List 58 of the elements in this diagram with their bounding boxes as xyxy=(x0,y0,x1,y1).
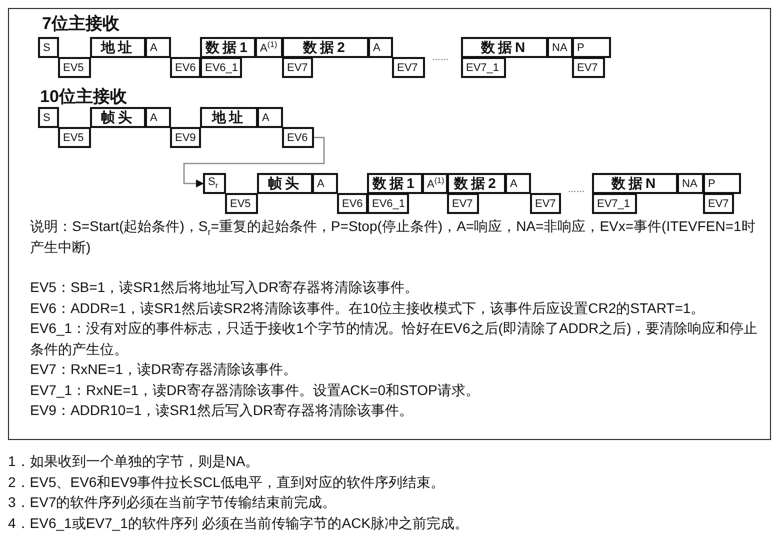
ellipsis: ...... xyxy=(568,184,585,195)
sequence-box: S xyxy=(38,37,59,58)
sequence-box: EV7 xyxy=(392,57,425,78)
sequence-box: A xyxy=(145,107,171,128)
description-text: 说明：S=Start(起始条件)，S$_{r}$=重复的起始条件，P=Stop(停止条件)，A=响应，NA=非响应，EVx=事件(ITEVFEN=1时产生中断) xyxy=(30,217,756,257)
sequence-box: NA xyxy=(547,37,573,58)
sequence-box: EV7 xyxy=(572,57,605,78)
sequence-box: EV7 xyxy=(282,57,313,78)
data-field-box: 地址 xyxy=(90,37,146,58)
description-text: EV6：ADDR=1，读SR1然后读SR2将清除该事件。在10位主接收模式下，该事件后应设置CR2的START=1。 xyxy=(30,298,706,318)
sequence-box: EV5 xyxy=(58,127,91,148)
sequence-box: S xyxy=(38,107,59,128)
footnote-text: 4．EV6_1或EV7_1的软件序列 必须在当前传输字节的ACK脉冲之前完成。 xyxy=(8,514,469,533)
data-field-box: 数据2 xyxy=(447,173,506,194)
sequence-box: A xyxy=(257,107,283,128)
data-field-box: 帧头 xyxy=(90,107,146,128)
sequence-box: A xyxy=(312,173,338,194)
sequence-box: A xyxy=(368,37,393,58)
sequence-box: A$^{(1)}$ xyxy=(422,173,448,194)
data-field-box: 数据2 xyxy=(282,37,369,58)
sequence-box: A xyxy=(505,173,531,194)
sequence-box: A$^{(1)}$ xyxy=(255,37,283,58)
sequence-box: EV7 xyxy=(703,193,734,214)
ellipsis: ...... xyxy=(432,52,449,63)
sequence-box: EV6_1 xyxy=(367,193,409,214)
sequence-box: EV7_1 xyxy=(592,193,637,214)
sequence-box: EV6_1 xyxy=(200,57,242,78)
sequence-box: EV5 xyxy=(225,193,258,214)
sequence-box: EV9 xyxy=(170,127,201,148)
footnote-text: 2．EV5、EV6和EV9事件拉长SCL低电平，直到对应的软件序列结束。 xyxy=(8,472,446,492)
description-text: EV5：SB=1，读SR1然后将地址写入DR寄存器将清除该事件。 xyxy=(30,278,420,297)
sequence-box: EV6 xyxy=(170,57,201,78)
description-text: EV7：RxNE=1，读DR寄存器清除该事件。 xyxy=(30,360,298,379)
sequence-box: EV7 xyxy=(530,193,561,214)
data-field-box: 数据1 xyxy=(200,37,256,58)
data-field-box: 地址 xyxy=(200,107,258,128)
data-field-box: 帧头 xyxy=(257,173,313,194)
sequence-box: NA xyxy=(677,173,704,194)
footnote-text: 1．如果收到一个单独的字节，则是NA。 xyxy=(8,452,260,471)
sequence-box: EV6 xyxy=(282,127,314,148)
description-text: EV9：ADDR10=1，读SR1然后写入DR寄存器将清除该事件。 xyxy=(30,401,414,420)
sequence-box: P xyxy=(572,37,611,58)
footnote-text: 3．EV7的软件序列必须在当前字节传输结束前完成。 xyxy=(8,493,338,512)
sequence-box: A xyxy=(145,37,171,58)
description-text: EV7_1：RxNE=1，读DR寄存器清除该事件。设置ACK=0和STOP请求。 xyxy=(30,380,480,400)
sequence-box: EV7 xyxy=(447,193,479,214)
sequence-box: EV7_1 xyxy=(461,57,506,78)
sequence-box: P xyxy=(703,173,741,194)
sequence-box: EV5 xyxy=(58,57,91,78)
section-heading: 10位主接收 xyxy=(40,86,127,108)
section-heading: 7位主接收 xyxy=(42,13,120,35)
data-field-box: 数据N xyxy=(461,37,548,58)
sequence-box: EV6 xyxy=(337,193,368,214)
arrow xyxy=(183,136,325,188)
description-text: EV6_1：没有对应的事件标志，只适于接收1个字节的情况。恰好在EV6之后(即清除了ADDR之后)，要清除响应和停止条件的产生位。 xyxy=(30,319,758,358)
sequence-box: S$_{r}$ xyxy=(203,173,226,194)
data-field-box: 数据N xyxy=(592,173,678,194)
data-field-box: 数据1 xyxy=(367,173,423,194)
